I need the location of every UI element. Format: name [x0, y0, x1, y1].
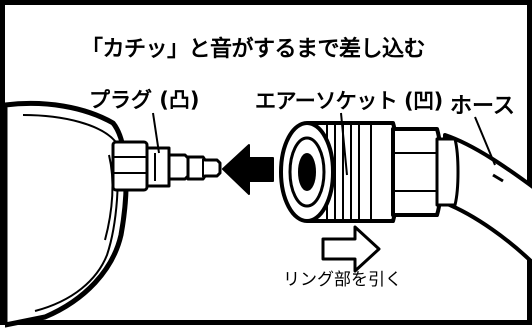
socket-fitting [279, 121, 460, 223]
coupling-illustration [5, 100, 532, 328]
pull-ring-label: リング部を引く [283, 270, 402, 290]
leader-lines [152, 112, 496, 176]
tool-body [5, 100, 129, 328]
instruction-title: 「カチッ」と音がするまで差し込む [81, 37, 426, 62]
pull-arrow-icon [321, 225, 381, 273]
plug-label: プラグ (凸) [89, 88, 200, 112]
hose [443, 133, 532, 265]
socket-label: エアーソケット (凹) [255, 89, 443, 113]
hose-label: ホース [450, 94, 515, 119]
plug-fitting [111, 140, 222, 192]
insert-arrow-icon [222, 144, 274, 195]
